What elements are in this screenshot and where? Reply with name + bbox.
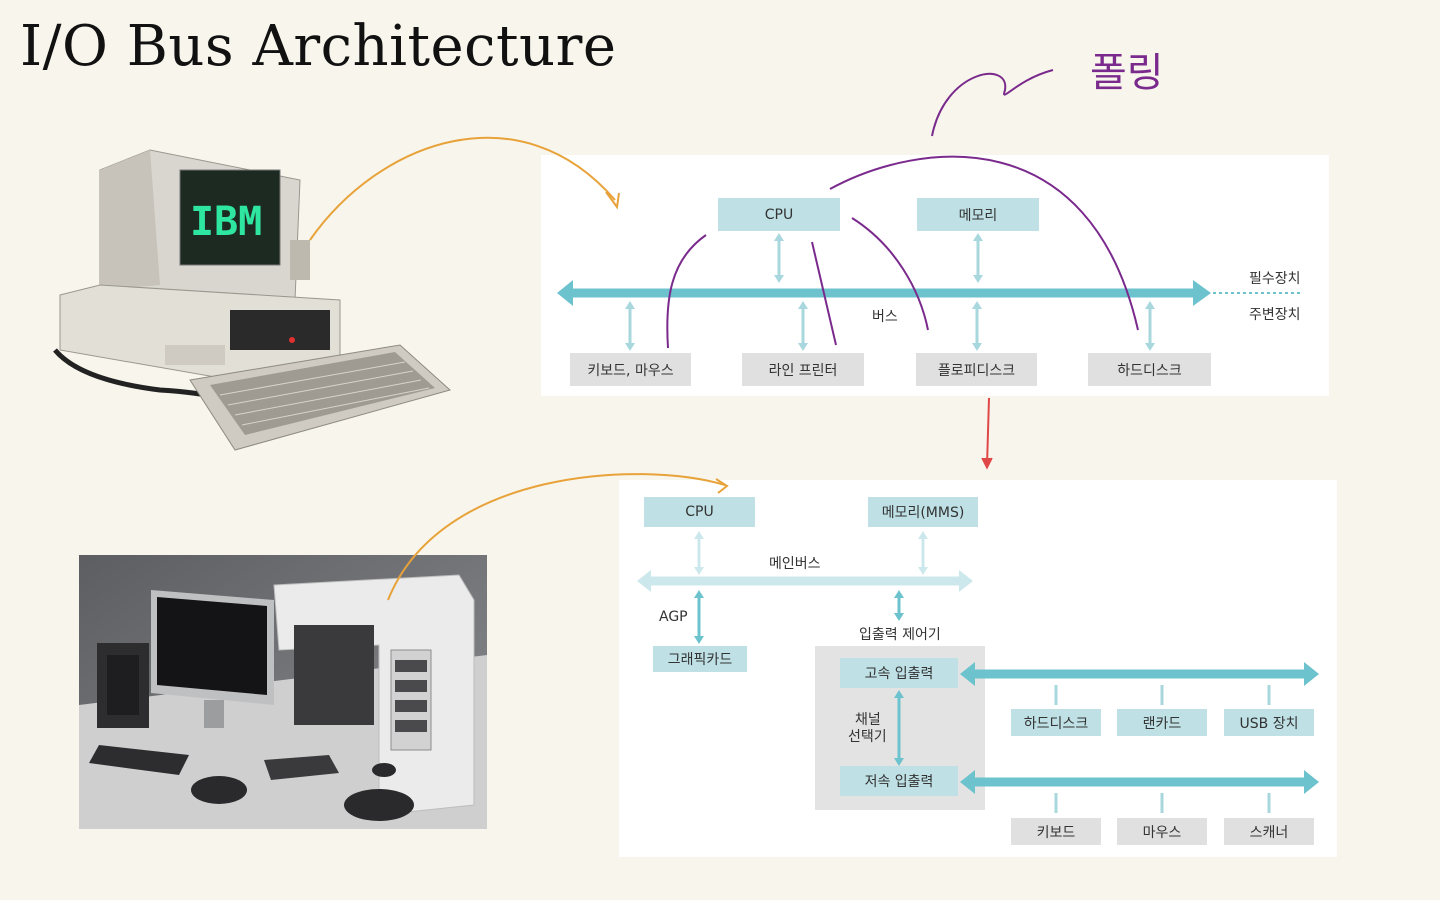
line-printer-box: 라인 프린터 (742, 353, 864, 386)
hard-disk-box-2: 하드디스크 (1011, 709, 1101, 736)
floppy-disk-box: 플로피디스크 (916, 353, 1037, 386)
graphics-card-box: 그래픽카드 (653, 646, 747, 672)
high-speed-io-box: 고속 입출력 (840, 658, 958, 688)
low-speed-io-box: 저속 입출력 (840, 766, 958, 796)
modern-pc-photo (79, 555, 487, 829)
keyboard-mouse-box: 키보드, 마우스 (570, 353, 691, 386)
bus-label: 버스 (872, 309, 898, 325)
keyboard-box: 키보드 (1011, 818, 1101, 845)
hierarchical-bus-diagram: CPU 메모리(MMS) (619, 480, 1337, 857)
hard-disk-box: 하드디스크 (1088, 353, 1211, 386)
cpu-box: CPU (718, 198, 840, 231)
memory-mms-box: 메모리(MMS) (868, 497, 978, 527)
ibm-pc-photo: IBM (40, 140, 460, 460)
agp-label: AGP (659, 609, 688, 625)
io-controller-label: 입출력 제어기 (859, 627, 941, 643)
channel-selector-line1: 채널 (855, 712, 881, 728)
mouse-box: 마우스 (1117, 818, 1207, 845)
peripheral-devices-label: 주변장치 (1249, 307, 1301, 323)
essential-devices-label: 필수장치 (1249, 271, 1301, 287)
usb-device-box: USB 장치 (1224, 709, 1314, 736)
polling-squiggle (931, 69, 1054, 137)
page-title: I/O Bus Architecture (20, 14, 617, 79)
red-arrowhead (981, 457, 993, 470)
scanner-box: 스캐너 (1224, 818, 1314, 845)
channel-selector-line2: 선택기 (848, 729, 887, 745)
polling-annotation: 폴링 (1090, 50, 1164, 96)
simple-bus-diagram: CPU 메모리 버스 필수장치 주변장치 키보드, 마우스 라인 프린터 플로피… (541, 155, 1329, 396)
main-bus-label: 메인버스 (769, 556, 821, 572)
lan-card-box: 랜카드 (1117, 709, 1207, 736)
svg-text:IBM: IBM (190, 199, 262, 245)
bus-lines-2 (637, 531, 1319, 813)
red-arrow (986, 397, 990, 467)
